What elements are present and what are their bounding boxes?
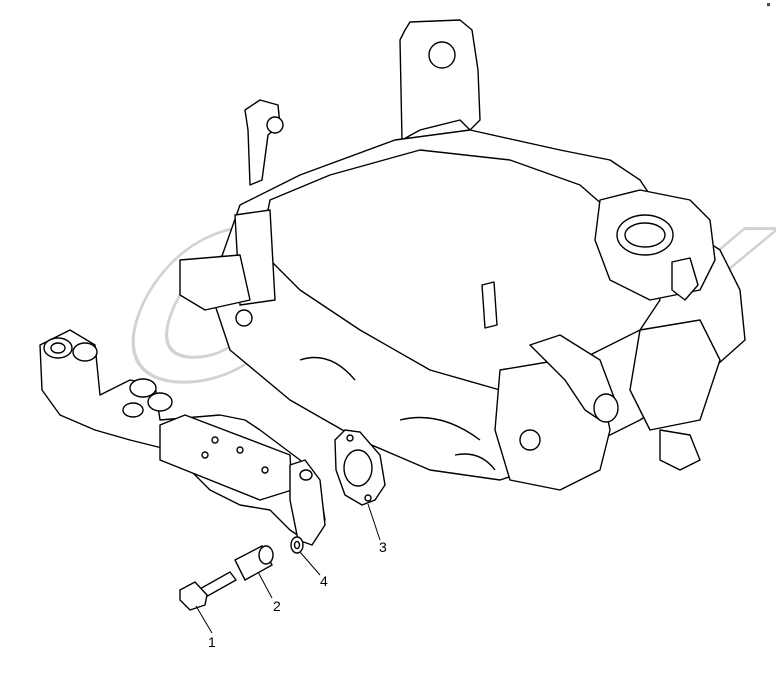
spacer-end [258, 545, 274, 565]
bolt-part-1 [179, 571, 238, 611]
outlet-flange-hole [299, 469, 313, 481]
right-sensor [671, 257, 699, 301]
lifting-eye-bracket [399, 19, 481, 141]
sensor-stem [244, 99, 281, 186]
gasket-bolt-hole-top [346, 434, 354, 442]
leader-4 [299, 551, 321, 576]
gasket-bolt-hole-bottom [364, 494, 372, 502]
head-upper-face [259, 149, 661, 391]
leader-3 [367, 503, 381, 541]
manifold-port-3 [129, 378, 157, 398]
small-fitting [481, 281, 498, 329]
right-mount [629, 319, 721, 431]
cam-arc-right [454, 453, 496, 471]
flange-bolt-hole-3 [201, 451, 209, 459]
callout-2: 2 [273, 598, 281, 614]
leader-lines [195, 503, 381, 634]
manifold-port-5 [122, 402, 144, 418]
throttle-bore-inner [624, 222, 666, 248]
manifold-outlet-flange [289, 459, 326, 546]
washer-inner [293, 540, 301, 550]
sensor-connector [266, 116, 284, 134]
leader-2 [257, 571, 273, 599]
right-fitting [659, 429, 701, 471]
callout-3: 3 [379, 539, 387, 555]
spacer-part-2 [234, 545, 274, 581]
gasket-part-3 [334, 429, 386, 506]
washer-part-4 [290, 536, 304, 554]
gasket-hole [343, 449, 373, 487]
bolt-head [179, 581, 208, 611]
left-port [179, 254, 251, 311]
water-outlet-end [593, 393, 619, 423]
lifting-eye-hole [428, 41, 456, 69]
engine-block [179, 19, 746, 491]
left-port-hole [235, 309, 253, 327]
manifold-port-2 [72, 342, 98, 362]
flange-bolt-hole-2 [236, 446, 244, 454]
cam-arc-mid [399, 416, 481, 441]
front-housing-port [519, 429, 541, 451]
manifold-port-4 [147, 392, 173, 412]
callout-4: 4 [320, 573, 328, 589]
callout-1: 1 [208, 634, 216, 650]
flange-bolt-hole-4 [261, 466, 269, 474]
leader-1 [195, 605, 213, 634]
flange-bolt-hole-1 [211, 436, 219, 444]
cam-arc-left [299, 356, 356, 381]
manifold-port-1-hole [50, 342, 66, 354]
exhaust-manifold [39, 329, 326, 546]
corner-code: ■ [766, 2, 770, 8]
